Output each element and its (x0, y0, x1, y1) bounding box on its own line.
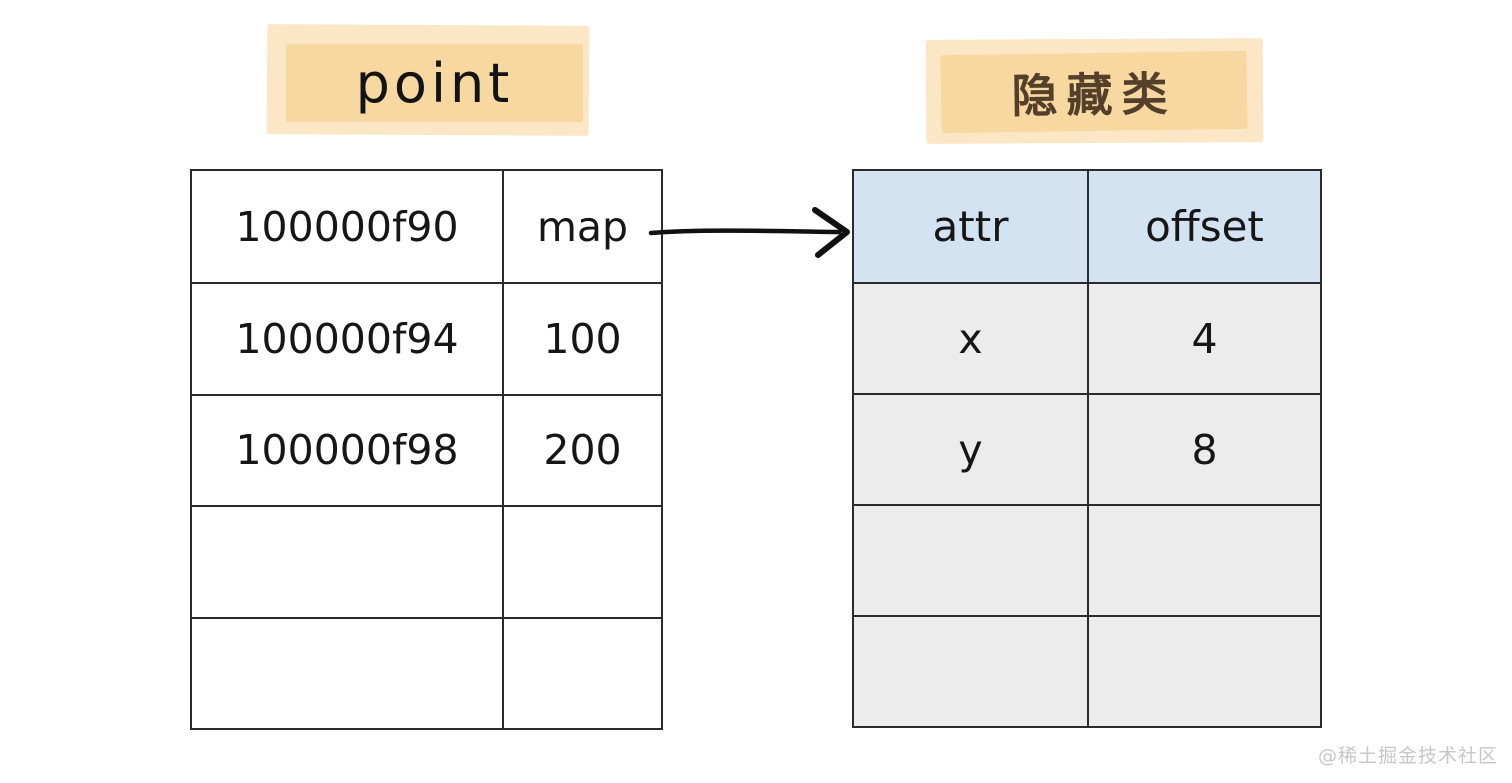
point-title-label: point (355, 51, 514, 115)
watermark-text: @稀土掘金技术社区 (1318, 745, 1499, 767)
point-object-table: 100000f90 map 100000f94 100 100000f98 20… (190, 169, 663, 730)
table-cell-attr (854, 615, 1087, 726)
table-cell-offset: 4 (1087, 282, 1320, 393)
table-cell-address: 100000f98 (192, 393, 502, 505)
table-cell-value (502, 505, 661, 617)
hidden-class-table: attr offset x 4 y 8 (852, 169, 1322, 728)
point-title-highlight: point (286, 44, 583, 122)
table-cell-value (502, 616, 661, 728)
table-cell-offset (1087, 615, 1320, 726)
table-cell-address (192, 505, 502, 616)
hidden-class-title-label: 隐藏类 (1011, 66, 1177, 124)
table-cell-value: 100 (502, 282, 661, 394)
table-header-offset: offset (1087, 171, 1320, 282)
hidden-class-title-highlight: 隐藏类 (940, 50, 1248, 134)
table-cell-attr (854, 504, 1087, 615)
map-pointer-arrow (648, 207, 850, 258)
table-cell-value: 200 (502, 393, 661, 506)
table-cell-offset (1087, 504, 1320, 615)
table-cell-value: map (502, 171, 661, 283)
table-header-attr: attr (854, 171, 1087, 282)
table-cell-address: 100000f90 (235, 202, 459, 251)
table-cell-address: 100000f94 (192, 282, 502, 393)
table-cell-offset: 8 (1087, 393, 1320, 504)
table-cell-attr: y (854, 393, 1087, 504)
table-cell-address (192, 616, 502, 728)
table-cell-attr: x (854, 282, 1087, 393)
